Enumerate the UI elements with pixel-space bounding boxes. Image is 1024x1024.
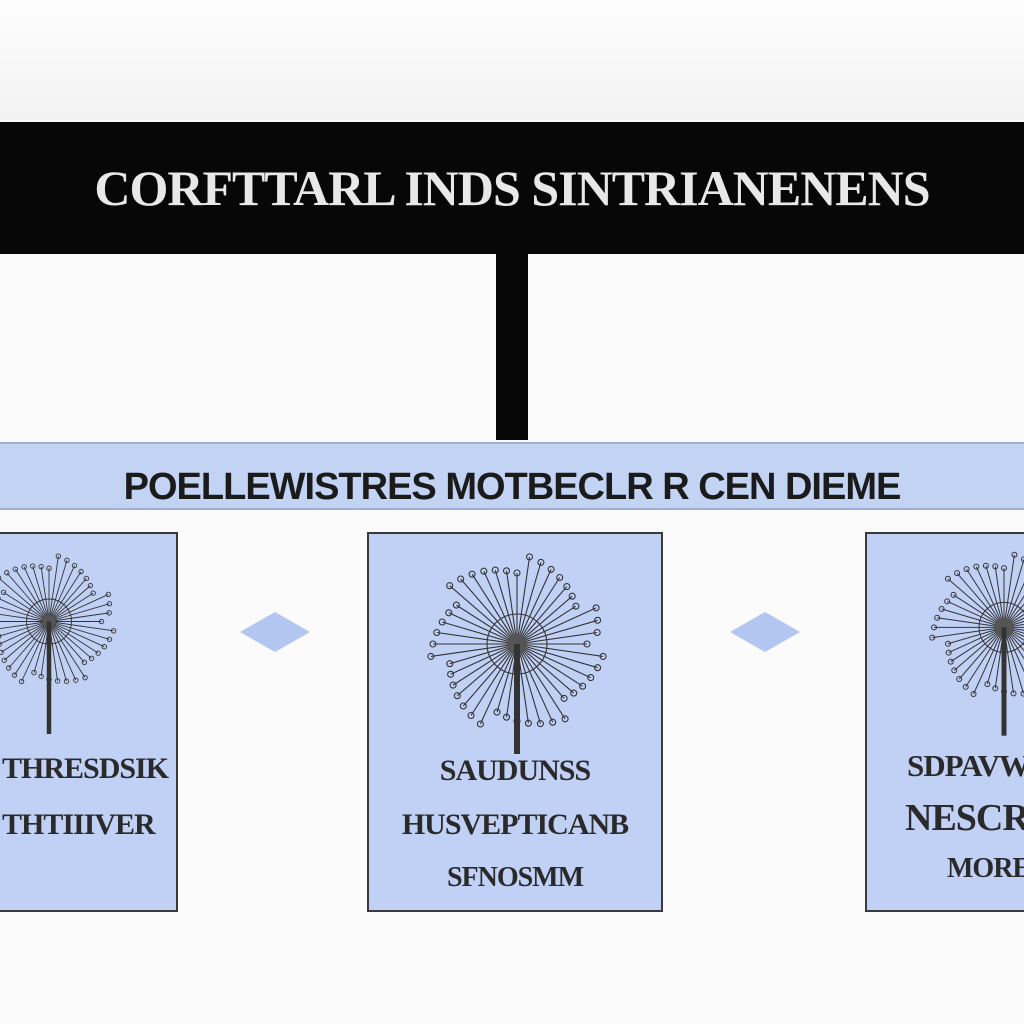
dandelion-icon xyxy=(0,553,117,734)
diamond-arrow-icon xyxy=(240,612,310,652)
dandelion-icon xyxy=(929,551,1024,736)
dandelion-icon xyxy=(427,553,607,754)
diamond-arrow-icon xyxy=(730,612,800,652)
card-2-line-1: SAUDUNSS xyxy=(439,754,591,787)
card-2-line-3: SFNOSMM xyxy=(446,862,584,893)
header-bar: CORFTTARL INDS SINTRIANENENS xyxy=(0,122,1024,254)
card-3: SDPAVWOUL NESCR MORE xyxy=(865,532,1024,912)
card-2-line-2: HUSVEPTICANB xyxy=(401,808,629,841)
card-3-text: SDPAVWOUL NESCR MORE xyxy=(867,750,1024,901)
card-1-line-1: THRESDSIK xyxy=(2,752,169,785)
card-1-line-2: THTIIIVER xyxy=(2,808,156,841)
card-1-text: THRESDSIK THTIIIVER xyxy=(0,754,176,866)
card-3-line-1: SDPAVWOUL xyxy=(907,748,1024,783)
category-band: POELLEWISTRES MOTBECLR R CEN DIEME xyxy=(0,442,1024,510)
card-3-line-3: MORE xyxy=(947,853,1024,884)
card-2: SAUDUNSS HUSVEPTICANB SFNOSMM xyxy=(367,532,663,912)
card-3-line-2: NESCR xyxy=(905,797,1024,839)
card-2-text: SAUDUNSS HUSVEPTICANB SFNOSMM xyxy=(369,754,661,910)
header-title: CORFTTARL INDS SINTRIANENENS xyxy=(94,160,930,216)
card-1: THRESDSIK THTIIIVER xyxy=(0,532,178,912)
band-title: POELLEWISTRES MOTBECLR R CEN DIEME xyxy=(123,466,902,508)
connector-line xyxy=(496,254,528,440)
background-top xyxy=(0,0,1024,120)
